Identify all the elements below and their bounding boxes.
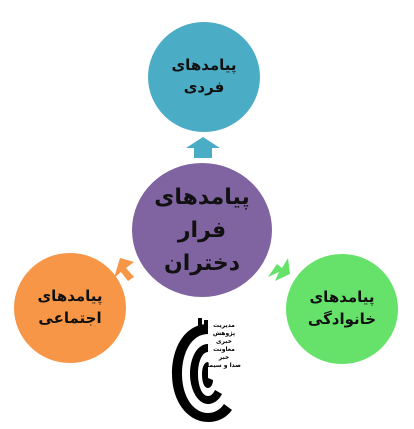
individual-consequences-label: پیامدهای فردی: [171, 56, 237, 96]
family-consequences-node: پیامدهای خانوادگی: [286, 254, 398, 364]
iribnews-research-logo-icon: [172, 318, 232, 422]
arrow-right-icon: [268, 258, 290, 281]
social-consequences-label: پیامدهای اجتماعی: [37, 287, 103, 327]
center-label: پیامدهای فرار دختران: [154, 184, 250, 276]
logo-text: مدیریت پژوهش خبری معاونت خبر صدا و سیما: [207, 322, 241, 369]
social-consequences-node: پیامدهای اجتماعی: [14, 253, 126, 363]
arrow-left-icon: [114, 258, 134, 281]
arrow-up-icon: [186, 137, 220, 158]
girls-runaway-consequences-node: پیامدهای فرار دختران: [132, 163, 272, 297]
family-consequences-label: پیامدهای خانوادگی: [307, 288, 377, 328]
individual-consequences-node: پیامدهای فردی: [148, 22, 260, 132]
